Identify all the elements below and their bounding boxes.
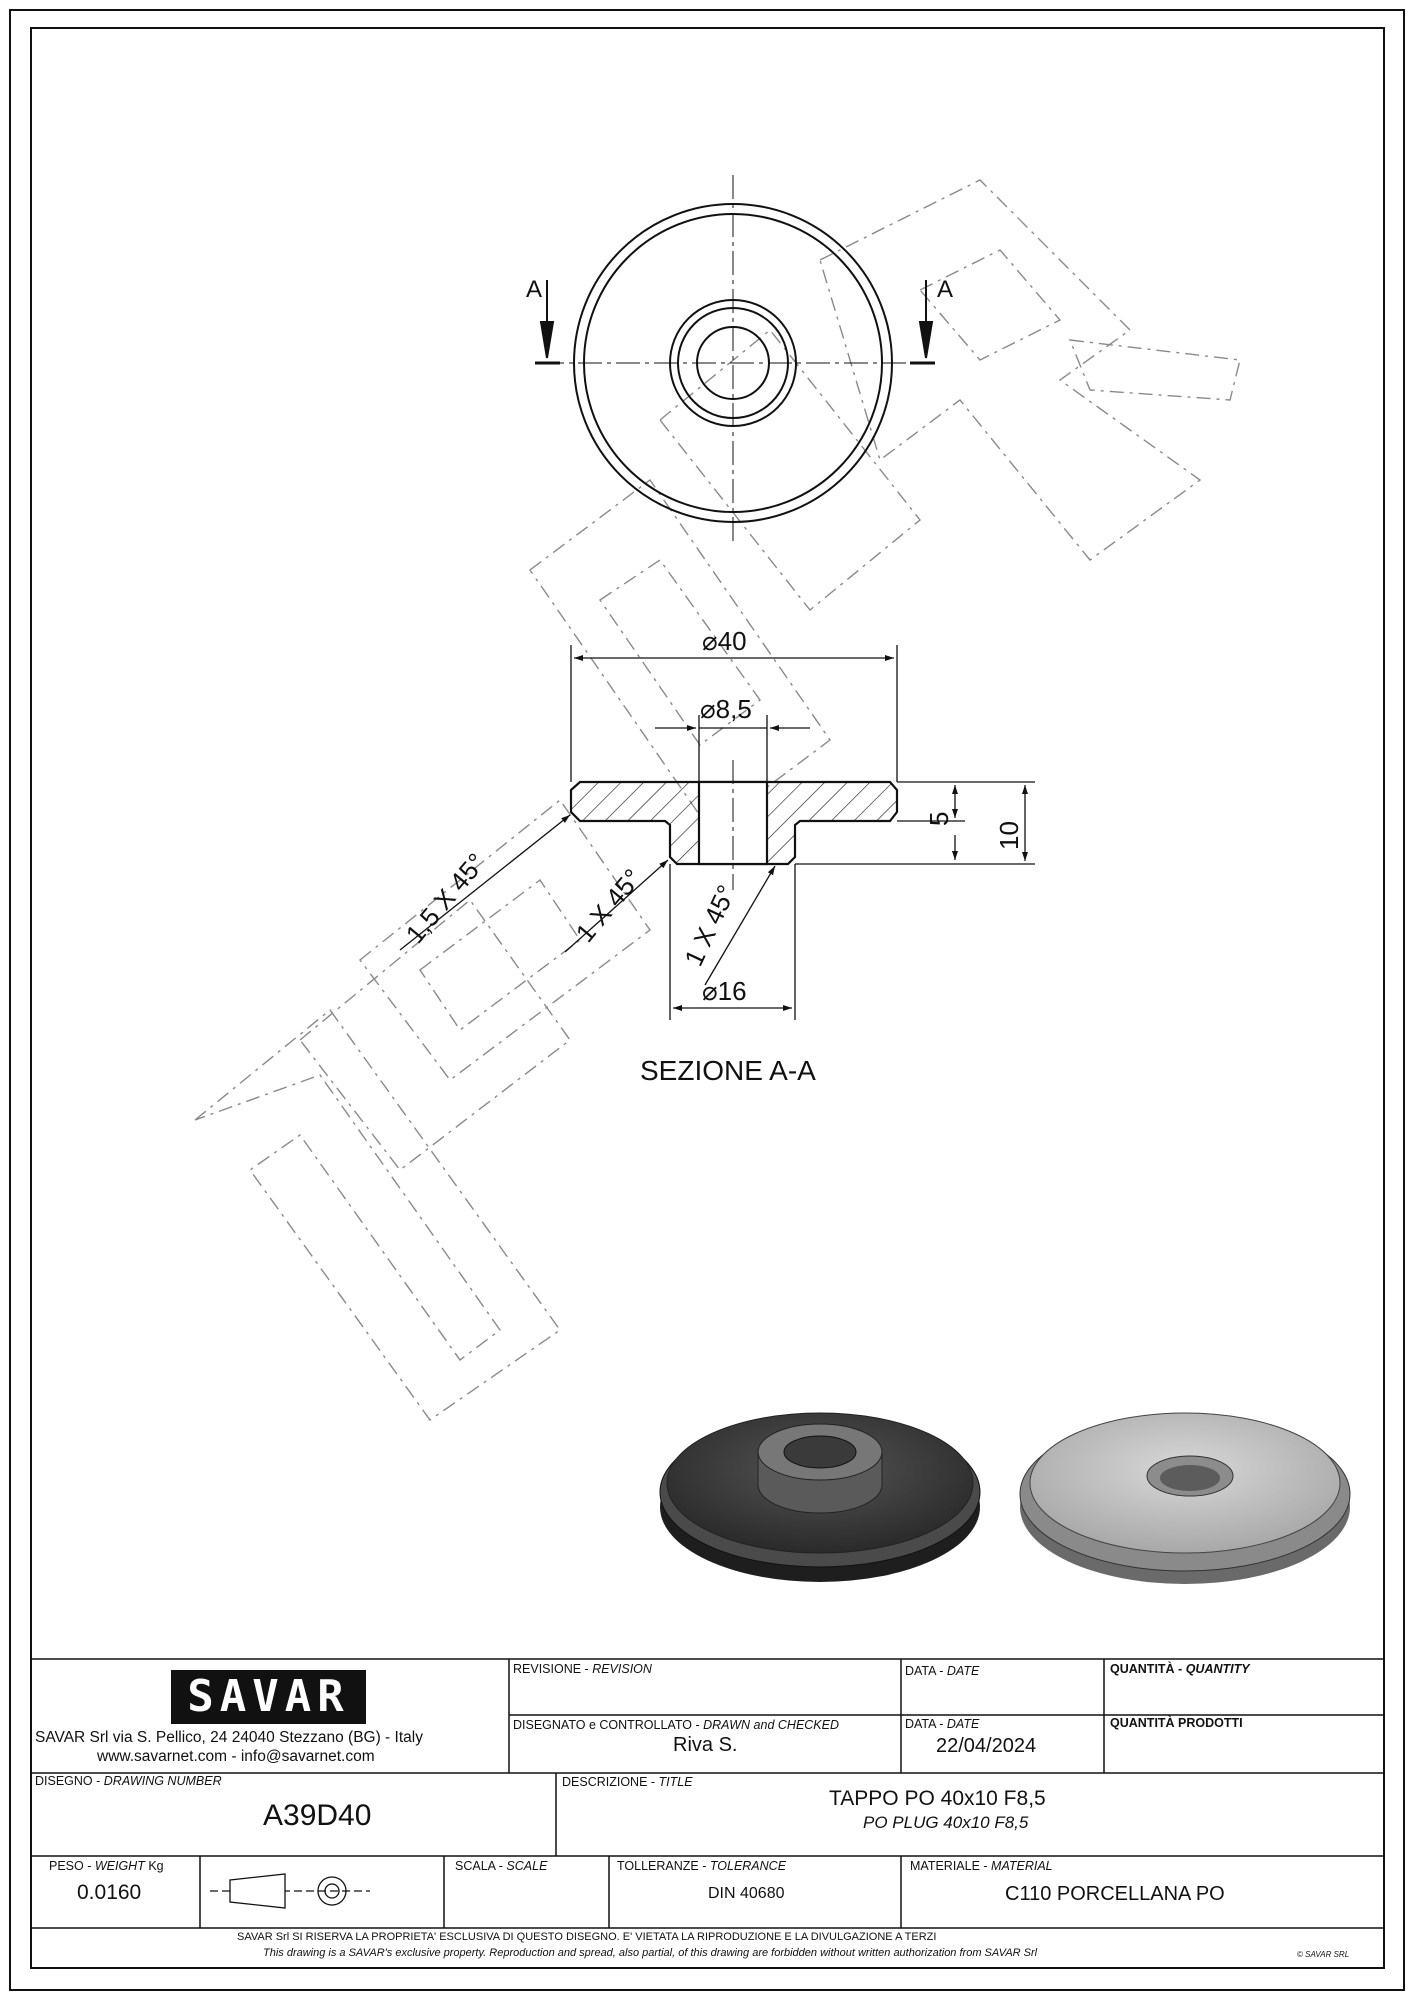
projection-symbol — [210, 1873, 370, 1909]
render-dark-side — [659, 1412, 981, 1582]
drawing-number-label: DISEGNO - DRAWING NUMBER — [35, 1774, 222, 1788]
date2-label: DATA - DATE — [905, 1717, 980, 1731]
quantity-label: QUANTITÀ - QUANTITY — [1110, 1662, 1250, 1676]
dim-chamfer-1-5: 1,5 X 45° — [400, 847, 492, 948]
company-address: SAVAR Srl via S. Pellico, 24 24040 Stezz… — [35, 1729, 423, 1746]
outer-border — [9, 9, 1405, 1991]
title-block-grid — [31, 1658, 1384, 1929]
dim-d8-5: ⌀8,5 — [700, 694, 752, 724]
drawing-number-value: A39D40 — [263, 1799, 372, 1832]
title-en: PO PLUG 40x10 F8,5 — [863, 1813, 1029, 1832]
dim-d40: ⌀40 — [702, 626, 747, 656]
section-marker-left: A — [526, 276, 542, 303]
section-view — [569, 760, 899, 890]
date-label: DATA - DATE — [905, 1664, 980, 1678]
company-web: www.savarnet.com - info@savarnet.com — [97, 1748, 375, 1765]
render-light-side — [1019, 1412, 1351, 1584]
date-value: 22/04/2024 — [936, 1735, 1037, 1757]
dimension-lines — [399, 645, 1035, 1020]
scale-label: SCALA - SCALE — [455, 1859, 548, 1873]
section-arrows — [535, 280, 935, 365]
title-block: SAVAR SAVAR Srl via S. Pellico, 24 24040… — [31, 1659, 1384, 1968]
title-it: TAPPO PO 40x10 F8,5 — [829, 1787, 1046, 1810]
drawn-by-value: Riva S. — [673, 1734, 738, 1756]
dim-chamfer-1-a: 1 X 45° — [570, 863, 648, 948]
product-quantity-label: QUANTITÀ PRODOTTI — [1110, 1716, 1243, 1730]
dim-h10: 10 — [994, 821, 1024, 850]
material-label: MATERIALE - MATERIAL — [910, 1859, 1053, 1873]
footer-notice-it: SAVAR Srl SI RISERVA LA PROPRIETA' ESCLU… — [237, 1931, 937, 1943]
inner-border — [30, 27, 1385, 1969]
tolerance-label: TOLLERANZE - TOLERANCE — [617, 1859, 787, 1873]
dim-d16: ⌀16 — [702, 976, 747, 1006]
drawn-checked-label: DISEGNATO e CONTROLLATO - DRAWN and CHEC… — [513, 1718, 840, 1732]
savar-logo: SAVAR — [171, 1670, 366, 1724]
material-value: C110 PORCELLANA PO — [1005, 1883, 1225, 1905]
dim-chamfer-1-b: 1 X 45° — [678, 880, 741, 970]
weight-value: 0.0160 — [77, 1881, 142, 1904]
front-view-centerlines — [540, 175, 925, 545]
footer-notice-en: This drawing is a SAVAR's exclusive prop… — [263, 1947, 1038, 1959]
weight-label: PESO - WEIGHT Kg — [49, 1859, 164, 1873]
tolerance-value: DIN 40680 — [708, 1885, 785, 1902]
section-marker-right: A — [937, 276, 953, 303]
dim-h5: 5 — [924, 812, 954, 826]
title-label: DESCRIZIONE - TITLE — [562, 1775, 693, 1789]
revision-label: REVISIONE - REVISION — [513, 1662, 652, 1676]
copyright: © SAVAR SRL — [1297, 1950, 1350, 1959]
section-title: SEZIONE A-A — [640, 1055, 816, 1086]
